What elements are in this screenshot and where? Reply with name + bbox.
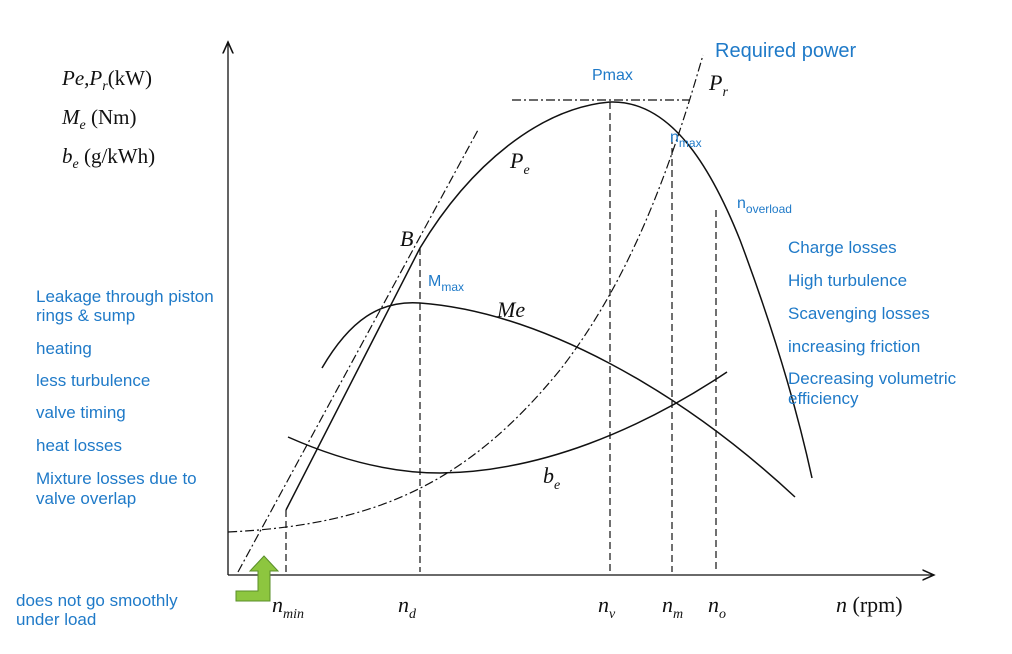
left-note: Mixture losses due to <box>36 469 197 488</box>
x-tick-nd: nd <box>398 592 417 622</box>
right-note: Scavenging losses <box>788 304 930 323</box>
me-curve <box>321 301 796 498</box>
left-note: Leakage through piston <box>36 287 214 306</box>
bottom-note: under load <box>16 610 96 629</box>
left-note: rings & sump <box>36 306 135 325</box>
x-tick-no: no <box>708 592 726 622</box>
required-power-label: Required power <box>715 40 857 62</box>
pe-curve <box>285 101 813 511</box>
x-tick-nm: nm <box>662 592 683 622</box>
noverload-label: noverload <box>737 195 792 216</box>
right-note: Charge losses <box>788 238 897 257</box>
left-note: heating <box>36 339 92 358</box>
up-arrow-icon <box>235 555 280 602</box>
required-power-curve <box>227 54 704 533</box>
right-note: High turbulence <box>788 271 907 290</box>
right-note: Decreasing volumetric <box>788 369 957 388</box>
tangent-line <box>237 129 479 573</box>
y-label-power: Pe,Pr(kW) <box>61 66 152 94</box>
x-tick-nmin: nmin <box>272 592 304 622</box>
left-note: valve overlap <box>36 489 136 508</box>
me-curve-label: Me <box>496 297 525 322</box>
left-note: valve timing <box>36 403 126 422</box>
bottom-note: does not go smoothly <box>16 591 178 610</box>
mmax-label: Mmax <box>428 273 464 294</box>
left-note: less turbulence <box>36 371 150 390</box>
pr-curve-label: Pr <box>708 70 728 100</box>
y-label-consumption: be (g/kWh) <box>62 144 155 172</box>
left-note: heat losses <box>36 436 122 455</box>
be-curve-label: be <box>543 463 560 493</box>
x-axis-label: n (rpm) <box>836 592 903 617</box>
nmax-label: nmax <box>670 129 702 150</box>
x-tick-nv: nv <box>598 592 616 622</box>
be-curve <box>287 371 728 474</box>
pmax-label: Pmax <box>592 67 633 84</box>
y-label-torque: Me (Nm) <box>61 105 136 133</box>
point-b-label: B <box>400 226 413 251</box>
right-note: increasing friction <box>788 337 920 356</box>
right-note: efficiency <box>788 389 859 408</box>
pe-curve-label: Pe <box>509 148 530 178</box>
